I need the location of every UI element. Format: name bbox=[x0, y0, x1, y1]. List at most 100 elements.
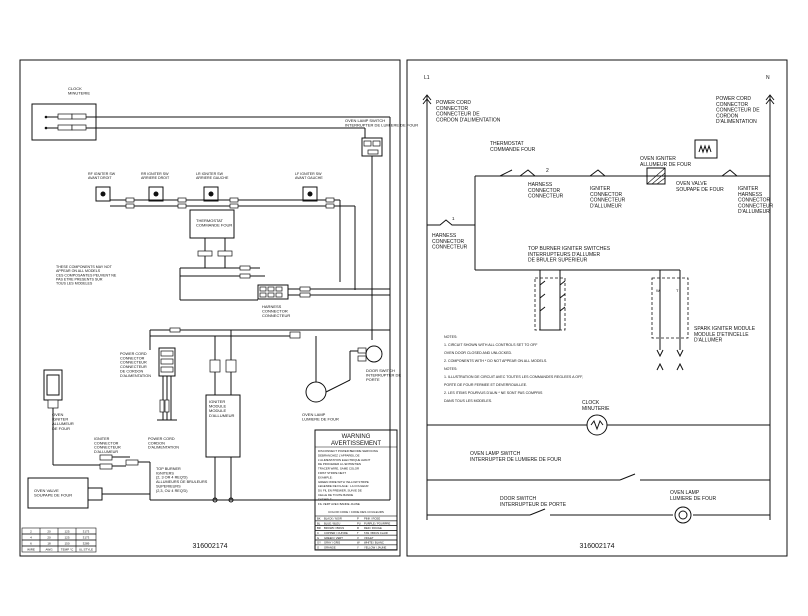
color-code-cell: TAN / BRUN CLAIR bbox=[364, 531, 388, 535]
right-l1-label: L1 bbox=[424, 75, 430, 81]
left-harness-label-line: CONNECTEUR bbox=[262, 313, 290, 318]
right-harness-left-label-line: CONNECTOR bbox=[432, 239, 465, 245]
right-igniter-connector-2-label-line: HARNESS bbox=[738, 192, 763, 198]
right-power-cord-right-label-line: CORDON bbox=[716, 113, 739, 119]
right-oven-lamp-switch-label-line: INTERRUPTER DE LUMIERE DE FOUR bbox=[470, 457, 562, 463]
wire-table-cell: WIRE bbox=[27, 547, 35, 551]
svg-text:NOTES:: NOTES: bbox=[444, 335, 457, 339]
color-code-cell: PU bbox=[357, 521, 361, 525]
svg-text:COLOR CODE / CODE DES COULEURS: COLOR CODE / CODE DES COULEURS bbox=[328, 510, 384, 514]
right-spark-module-label-line: SPARK IGNITER MODULE bbox=[694, 326, 756, 332]
right-harness-top-label-line: CONNECTOR bbox=[528, 188, 561, 194]
left-spark-module-label-line: MODULE bbox=[209, 404, 226, 409]
right-harness-left-label-line: CONNECTEUR bbox=[432, 245, 468, 251]
left-power-cord-label-line: POWER CORD bbox=[148, 437, 175, 441]
right-igniter-connector-1-label-line: CONNECTEUR bbox=[590, 198, 626, 204]
note-line: 1. ILLUSTRATION DE CIRCUIT AVEC TOUTES L… bbox=[444, 375, 583, 379]
igniter-switch-label-line: LR IGNITER SW bbox=[196, 172, 224, 176]
color-code-cell: COPPER / CUIVRE bbox=[324, 531, 348, 535]
svg-text:316002174: 316002174 bbox=[579, 543, 614, 550]
left-igniter-connector-label-line: IGNITER bbox=[94, 437, 110, 441]
wire-table-row bbox=[21, 545, 97, 553]
left-spark-module-label-line: D'ALLUMEUR bbox=[209, 413, 235, 418]
wire-table-cell: 125 bbox=[64, 535, 69, 539]
svg-text:AVERTISSEMENT: AVERTISSEMENT bbox=[331, 441, 381, 447]
color-code-cell: BR bbox=[317, 526, 321, 530]
right-top-burner-switches-label-line: DE BRULER SUPERIEUR bbox=[528, 258, 588, 264]
left-oven-lamp-switch-label-line: OVEN LAMP SWITCH bbox=[345, 118, 385, 123]
warning-line: CELLE DE TOUTE BANDE bbox=[318, 493, 353, 497]
note-line: 2. COMPONENTS WITH * DO NOT APPEAR ON AL… bbox=[444, 359, 547, 363]
color-code-cell: BLACK / NOIR bbox=[324, 517, 342, 521]
color-code-cell: WHITE / BLANC bbox=[364, 541, 384, 545]
warning-title-fr: AVERTISSEMENT bbox=[331, 441, 381, 447]
wire-table-cell: 150 bbox=[64, 541, 69, 545]
label-line: MINUTERIE bbox=[68, 91, 90, 96]
igniter-switch-label-line: ARRIERE DROIT bbox=[141, 176, 170, 180]
left-top-burner-igniters-label-line: (2, 3 OR 4 REQ'D) bbox=[156, 476, 188, 480]
svg-text:2: 2 bbox=[546, 168, 549, 174]
right-power-cord-right-label-line: POWER CORD bbox=[716, 96, 751, 102]
right-igniter-connector-1-label-line: CONNECTOR bbox=[590, 192, 623, 198]
svg-text:316002174: 316002174 bbox=[192, 543, 227, 550]
wire-table-cell: 3289 bbox=[83, 541, 90, 545]
right-oven-valve-label-line: SOUPAPE DE FOUR bbox=[676, 187, 724, 193]
warning-line: DE PROCEDER A L'ENTRETIEN bbox=[318, 462, 361, 466]
right-oven-lamp-label-line: LUMIERE DE FOUR bbox=[670, 496, 717, 502]
right-power-cord-left-label-line: POWER CORD bbox=[436, 100, 471, 106]
igniter-switch-label-line: RF IGNITER SW bbox=[88, 172, 116, 176]
color-code-cell: RED / ROUGE bbox=[364, 526, 382, 530]
left-oven-valve-label-line: OVEN VALVE bbox=[34, 488, 59, 493]
right-sheet-frame bbox=[406, 59, 788, 557]
color-code-cell: P bbox=[357, 517, 359, 521]
left-thermostat-label-line: COMMANDE FOUR bbox=[196, 223, 232, 228]
left-top-burner-igniters-label-line: IGNITERS bbox=[156, 471, 174, 475]
right-thermostat-label-line: COMMANDE FOUR bbox=[490, 147, 536, 153]
left-sheet-frame bbox=[19, 59, 401, 557]
right-spark-module-label-line: D'ALLUMER bbox=[694, 338, 723, 344]
left-door-switch-label-line: PORTE bbox=[366, 377, 380, 382]
left-power-cord-connector-label-line: CONNECTEUR bbox=[120, 365, 147, 369]
note-line: OVEN DOOR CLOSED AND UNLOCKED. bbox=[444, 351, 512, 355]
warning-line: EXEMPLE: bbox=[318, 497, 333, 501]
note-line: PORTE DE FOUR FERMEE ET DEVERROUILLEE. bbox=[444, 383, 527, 387]
right-harness-top-label-line: HARNESS bbox=[528, 182, 553, 188]
svg-text:1: 1 bbox=[452, 216, 455, 221]
wire-table-cell: 4 bbox=[30, 535, 32, 539]
note-line: NOTES: bbox=[444, 367, 457, 371]
warning-title: WARNING bbox=[342, 434, 371, 440]
color-code-cell: GY bbox=[317, 541, 321, 545]
right-igniter-connector-2-label-line: CONNECTEUR bbox=[738, 203, 774, 209]
right-clock-label-line: CLOCK bbox=[582, 400, 600, 406]
warning-line: EXAMPLE: bbox=[318, 475, 333, 479]
color-code-cell: BROWN / BRUN bbox=[324, 526, 344, 530]
right-igniter-connector-2-label-line: D'ALLUMEUR bbox=[738, 209, 770, 215]
